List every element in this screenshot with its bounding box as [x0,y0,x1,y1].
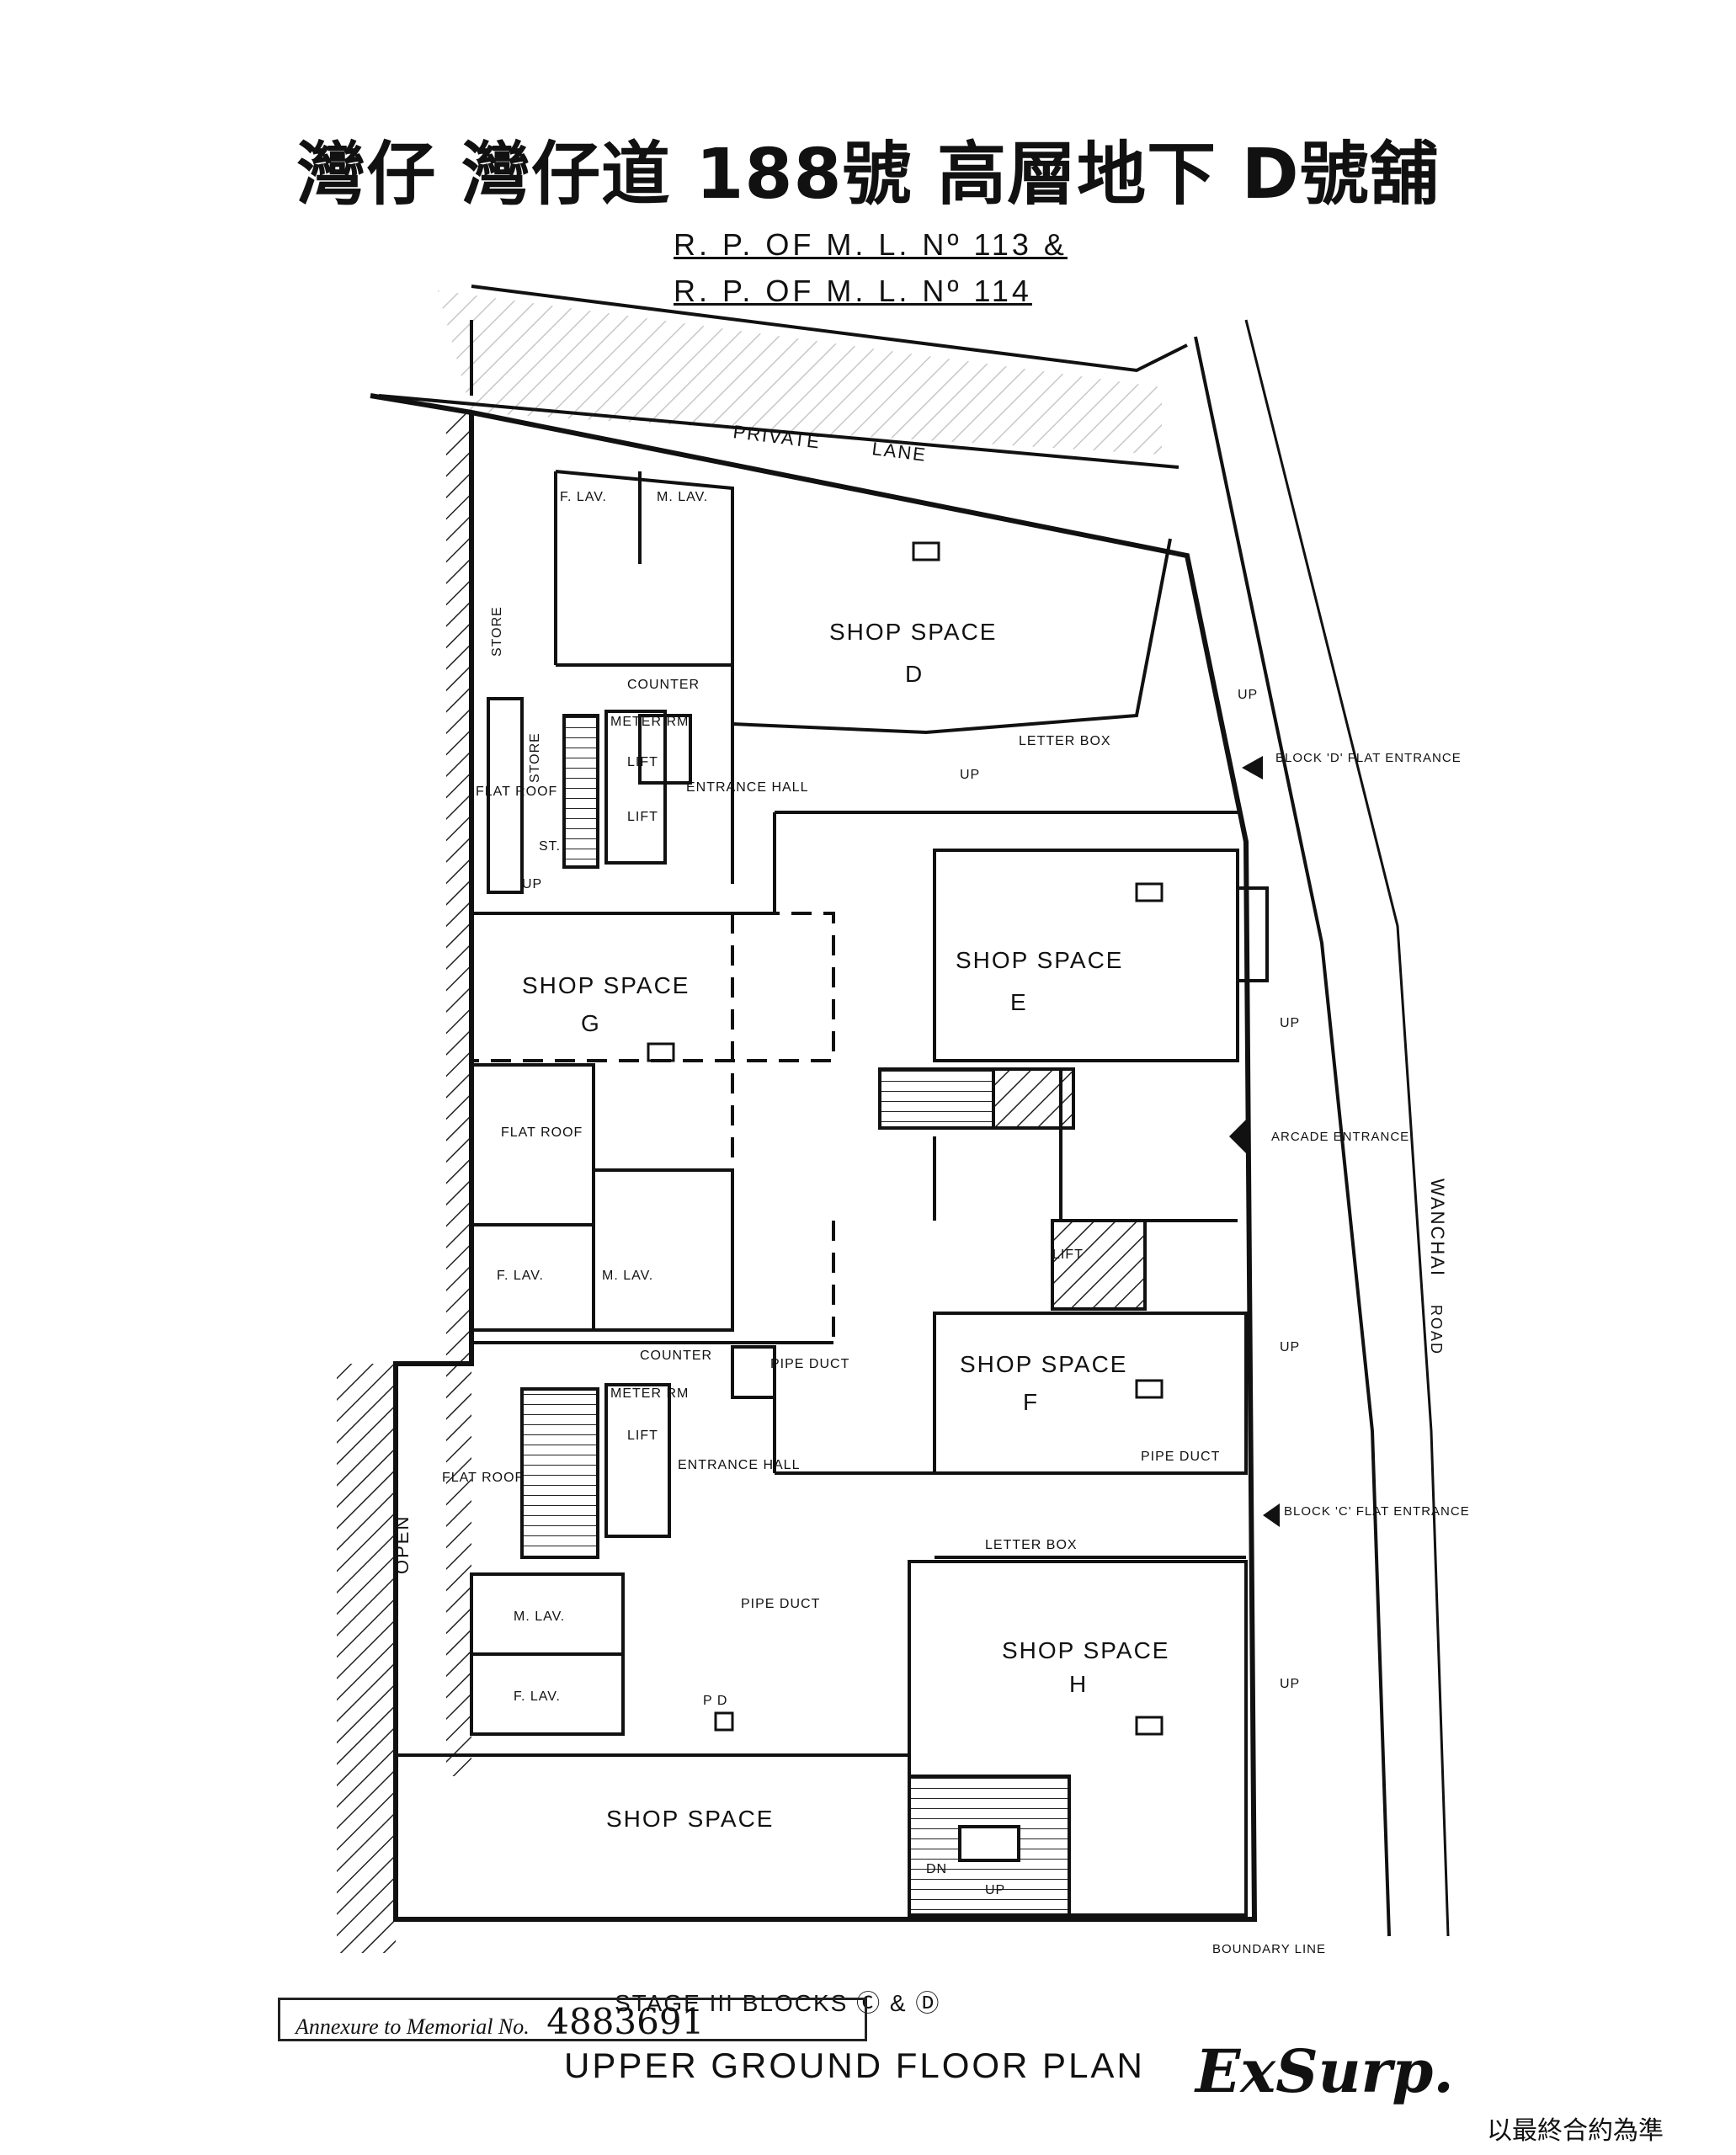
block-d-entrance-label: BLOCK 'D' FLAT ENTRANCE [1275,751,1462,765]
m-lav-mid-label: M. LAV. [602,1269,653,1283]
flat-roof-mid-label: FLAT ROOF [501,1125,583,1140]
entrance-hall-bottom-label: ENTRANCE HALL [678,1458,800,1472]
pipe-duct-lower-label: PIPE DUCT [741,1597,820,1611]
annexure-label: Annexure to Memorial No. [296,2014,530,2039]
dn-label: DN [926,1862,947,1876]
f-lav-bottom-label: F. LAV. [514,1689,561,1704]
up-label-7: UP [985,1883,1005,1897]
annexure-number: 4883691 [546,2001,705,2042]
arcade-entrance-label: ARCADE ENTRANCE [1271,1130,1409,1144]
counter-bottom-label: COUNTER [640,1349,712,1363]
up-label-4: UP [1280,1016,1300,1030]
pd-label: P D [703,1694,727,1708]
building-outline [393,409,1258,1922]
meter-rm-top-label: METER RM [610,715,689,729]
page-title: 灣仔 灣仔道 188號 高層地下 D號舖 [296,135,1440,215]
shop-h-label: SHOP SPACE [1002,1637,1169,1663]
private-lane-band [471,285,1188,373]
counter-top-label: COUNTER [627,678,700,692]
up-label-3: UP [1238,688,1258,702]
st-label: ST. [539,839,561,854]
flat-roof-bottom-label: FLAT ROOF [442,1471,524,1485]
lane-label-lane: LANE [871,438,928,466]
lift-3-label: LIFT [1052,1248,1084,1262]
shop-g-id: G [581,1010,601,1036]
shop-g-label: SHOP SPACE [522,972,690,998]
plan-title: UPPER GROUND FLOOR PLAN [564,2046,1145,2085]
meter-rm-bottom-label: METER RM [610,1386,689,1401]
shop-e-label: SHOP SPACE [956,947,1123,973]
pipe-duct-upper-label: PIPE DUCT [770,1357,849,1371]
lot-heading-2: R. P. OF M. L. Nº 114 [674,274,1032,308]
up-label-2: UP [960,768,980,782]
f-lav-top-label: F. LAV. [560,490,607,504]
block-c-entrance-label: BLOCK 'C' FLAT ENTRANCE [1284,1504,1470,1519]
lift-4-label: LIFT [627,1429,658,1443]
shop-d-label: SHOP SPACE [829,619,997,645]
letter-box-top-label: LETTER BOX [1019,734,1111,748]
block-c-entrance-arrow-icon [1263,1503,1280,1527]
letter-box-bottom-label: LETTER BOX [985,1538,1078,1552]
footer-note: 以最終合約為準 [1487,2116,1664,2146]
pipe-duct-right-label: PIPE DUCT [1141,1450,1220,1464]
road-boundary [1194,336,1391,1937]
entrance-hall-top-label: ENTRANCE HALL [686,780,808,795]
up-label-5: UP [1280,1340,1300,1354]
annexure-box: Annexure to Memorial No. 4883691 [278,1998,867,2042]
road-label-road: ROAD [1428,1305,1445,1355]
flat-roof-top-label: FLAT ROOF [476,785,557,799]
road-label-wanchai: WANCHAI [1427,1179,1448,1277]
lift-1-label: LIFT [627,755,658,769]
shop-h-id: H [1069,1671,1088,1697]
stage-label: STAGE III BLOCKS Ⓒ & Ⓓ [615,1990,941,2016]
f-lav-mid-label: F. LAV. [497,1269,544,1283]
shop-e-id: E [1010,989,1028,1015]
signature: ExSurp. [1194,2036,1454,2106]
lot-heading-1: R. P. OF M. L. Nº 113 & [674,227,1068,262]
up-label-6: UP [1280,1677,1300,1691]
shop-unnamed-label: SHOP SPACE [606,1806,774,1832]
up-label-1: UP [522,877,542,891]
boundary-line-label: BOUNDARY LINE [1212,1942,1326,1956]
block-d-entrance-arrow-icon [1242,756,1263,780]
m-lav-top-label: M. LAV. [657,490,708,504]
store-top-label: STORE [490,606,504,657]
store-mid-label: STORE [528,732,542,783]
lift-2-label: LIFT [627,810,658,824]
shop-f-id: F [1023,1389,1039,1415]
m-lav-bottom-label: M. LAV. [514,1610,565,1624]
shop-f-label: SHOP SPACE [960,1351,1127,1377]
shop-d-id: D [905,661,924,687]
arcade-entrance-arrow-icon [1229,1120,1246,1153]
open-label: OPEN [391,1515,413,1574]
